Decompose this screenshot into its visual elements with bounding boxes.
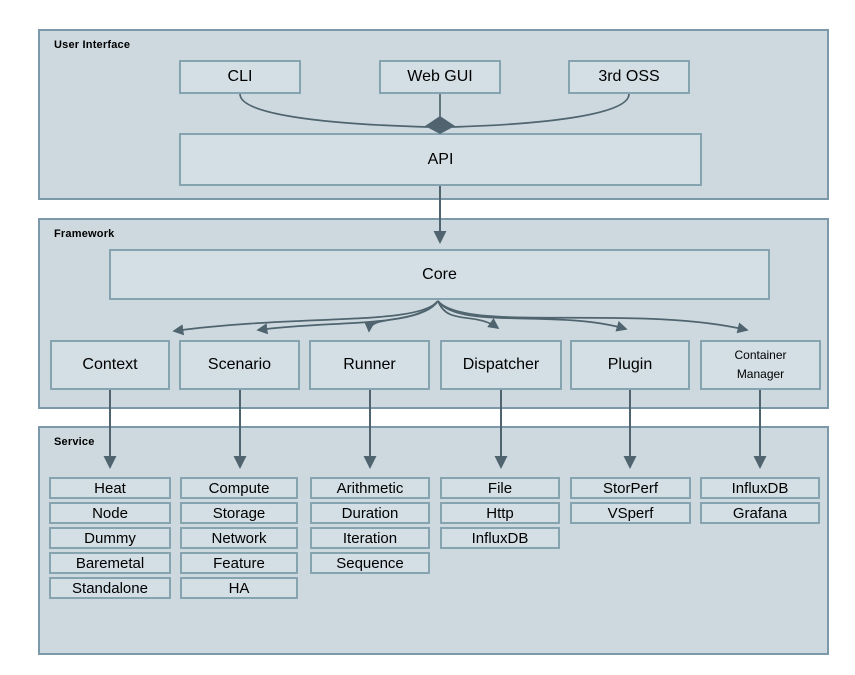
service-item: Feature: [180, 552, 298, 574]
service-item: Compute: [180, 477, 298, 499]
service-item: VSperf: [570, 502, 691, 524]
node-context: Context: [50, 340, 170, 390]
node-dispatcher: Dispatcher: [440, 340, 562, 390]
node-scenario: Scenario: [179, 340, 300, 390]
section-framework-label: Framework: [54, 228, 115, 240]
node-container-manager: Container Manager: [700, 340, 821, 390]
service-item: InfluxDB: [700, 477, 820, 499]
service-item: Heat: [49, 477, 171, 499]
service-item: Iteration: [310, 527, 430, 549]
service-item: StorPerf: [570, 477, 691, 499]
service-column-dispatcher: File Http InfluxDB: [440, 477, 560, 549]
service-item: HA: [180, 577, 298, 599]
node-web-gui: Web GUI: [379, 60, 501, 94]
service-item: Dummy: [49, 527, 171, 549]
service-column-context: Heat Node Dummy Baremetal Standalone: [49, 477, 171, 599]
service-item: Grafana: [700, 502, 820, 524]
service-item: Baremetal: [49, 552, 171, 574]
node-api: API: [179, 133, 702, 186]
service-column-runner: Arithmetic Duration Iteration Sequence: [310, 477, 430, 574]
service-item: File: [440, 477, 560, 499]
service-item: InfluxDB: [440, 527, 560, 549]
service-column-scenario: Compute Storage Network Feature HA: [180, 477, 298, 599]
section-user-interface-label: User Interface: [54, 39, 131, 51]
node-plugin: Plugin: [570, 340, 690, 390]
container-manager-line1: Container: [734, 348, 787, 363]
node-cli: CLI: [179, 60, 301, 94]
service-item: Storage: [180, 502, 298, 524]
service-item: Arithmetic: [310, 477, 430, 499]
service-column-container-manager: InfluxDB Grafana: [700, 477, 820, 524]
service-item: Sequence: [310, 552, 430, 574]
container-manager-line2: Manager: [736, 367, 785, 381]
service-column-plugin: StorPerf VSperf: [570, 477, 691, 524]
service-item: Network: [180, 527, 298, 549]
service-item: Duration: [310, 502, 430, 524]
node-core: Core: [109, 249, 770, 300]
node-3rd-oss: 3rd OSS: [568, 60, 690, 94]
service-item: Standalone: [49, 577, 171, 599]
node-runner: Runner: [309, 340, 430, 390]
container-manager-text: Container Manager: [734, 346, 786, 383]
service-item: Http: [440, 502, 560, 524]
service-item: Node: [49, 502, 171, 524]
section-service-label: Service: [54, 436, 95, 448]
